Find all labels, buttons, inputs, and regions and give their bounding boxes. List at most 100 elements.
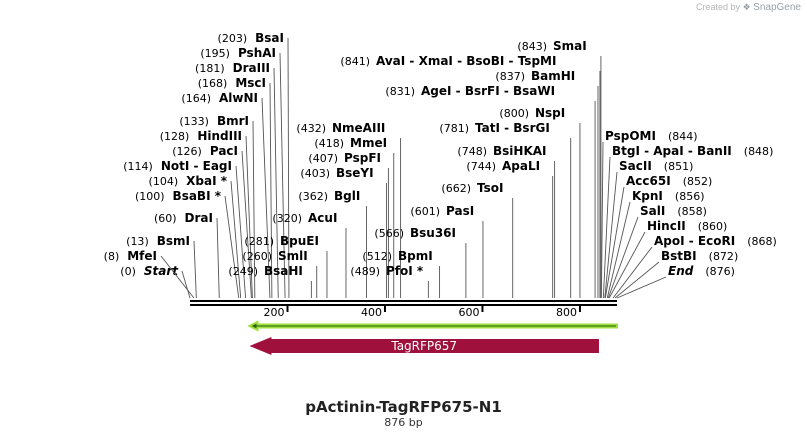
site-position-value: 128: [164, 130, 185, 143]
tick-label: 200: [263, 306, 284, 319]
site-name[interactable]: End: [668, 264, 694, 278]
site-position: (104): [149, 175, 179, 188]
site-position-value: 868: [751, 235, 772, 248]
site-leader-line: [606, 201, 631, 299]
site-name[interactable]: BsmI: [157, 234, 190, 248]
site-position-value: 203: [222, 32, 243, 45]
site-position-value: 848: [748, 145, 769, 158]
site-name[interactable]: Acc65I: [626, 174, 671, 188]
site-position-value: 837: [500, 70, 521, 83]
site-pshai: PshAI (195): [200, 46, 286, 299]
site-name[interactable]: SacII: [619, 159, 652, 173]
site-name[interactable]: XbaI *: [186, 174, 228, 188]
site-name[interactable]: BseYI: [336, 166, 374, 180]
site-name[interactable]: BglI: [334, 189, 360, 203]
site-position-value: 407: [313, 152, 334, 165]
site-position-value: 744: [471, 160, 492, 173]
site-name[interactable]: ApoI - EcoRI: [654, 234, 735, 248]
site-position-value: 489: [355, 265, 376, 278]
site-position: (100): [135, 190, 165, 203]
site-name[interactable]: TatI - BsrGI: [475, 121, 550, 135]
site-position: (781): [439, 122, 469, 135]
site-position-value: 843: [522, 40, 543, 53]
site-name[interactable]: BpuEI: [280, 234, 319, 248]
site-position-value: 860: [702, 220, 723, 233]
site-position: (195): [200, 47, 230, 60]
site-name[interactable]: MfeI: [127, 249, 157, 263]
site-name[interactable]: MmeI: [350, 136, 387, 150]
site-tsoi: TsoI(662): [441, 181, 514, 298]
site-bsabi: BsaBI * (100): [135, 189, 240, 299]
plasmid-length: 876 bp: [384, 416, 423, 429]
site-name[interactable]: Bsu36I: [410, 226, 456, 240]
site-name[interactable]: SalI: [640, 204, 665, 218]
site-name[interactable]: TsoI: [477, 181, 503, 195]
site-position-value: 851: [668, 160, 689, 173]
site-position: (841): [340, 55, 370, 68]
site-name[interactable]: SmaI: [553, 39, 587, 53]
site-position: (744): [466, 160, 496, 173]
site-hincii: HincII (860): [608, 219, 728, 299]
site-name[interactable]: BpmI: [398, 249, 433, 263]
site-name[interactable]: BstBI: [661, 249, 697, 263]
site-position: (320): [272, 212, 302, 225]
site-name[interactable]: BsaI: [255, 31, 284, 45]
site-name[interactable]: AlwNI: [219, 91, 258, 105]
site-name[interactable]: MscI: [235, 76, 266, 90]
site-name[interactable]: PshAI: [238, 46, 276, 60]
site-position: (844): [668, 130, 698, 143]
site-position-value: 852: [687, 175, 708, 188]
site-draiii: DraIII(181): [195, 61, 279, 299]
site-name[interactable]: NspI: [535, 106, 565, 120]
site-name[interactable]: AcuI: [308, 211, 337, 225]
site-name[interactable]: HindIII: [197, 129, 242, 143]
site-name[interactable]: AgeI - BsrFI - BsaWI: [421, 84, 555, 98]
site-name[interactable]: PspFI: [344, 151, 381, 165]
site-name[interactable]: PasI: [446, 204, 474, 218]
site-tati: TatI - BsrGI (781): [439, 121, 572, 298]
site-name[interactable]: BamHI: [531, 69, 575, 83]
site-name[interactable]: DraI: [185, 211, 213, 225]
site-name[interactable]: SmlI: [278, 249, 308, 263]
site-name[interactable]: NmeAIII: [332, 121, 385, 135]
site-position: (133): [179, 115, 209, 128]
site-name[interactable]: Start: [144, 264, 179, 278]
site-start: Start(0): [120, 264, 191, 299]
site-position: (860): [698, 220, 728, 233]
site-name[interactable]: BsaHI: [264, 264, 303, 278]
site-name[interactable]: BmrI: [217, 114, 249, 128]
site-position-value: 320: [277, 212, 298, 225]
site-name[interactable]: PspOMI: [605, 129, 656, 143]
site-apali: ApaLI (744): [466, 159, 554, 298]
site-position: (114): [123, 160, 153, 173]
site-leader-line: [160, 255, 195, 299]
site-position-value: 8: [108, 250, 115, 263]
site-position: (168): [198, 77, 228, 90]
site-position: (60): [154, 212, 177, 225]
site-leader-line: [607, 216, 639, 299]
site-name[interactable]: NotI - EagI: [161, 159, 232, 173]
site-leader-line: [616, 276, 667, 299]
site-name[interactable]: DraIII: [233, 61, 270, 75]
site-position-value: 858: [682, 205, 703, 218]
site-name[interactable]: PfoI *: [386, 264, 424, 278]
site-name[interactable]: BtgI - ApaI - BanII: [612, 144, 732, 158]
site-smli: SmlI(260): [242, 249, 318, 298]
site-name[interactable]: BsaBI *: [173, 189, 222, 203]
site-leader-line: [241, 150, 252, 299]
primer-arrow: [247, 320, 618, 332]
site-position: (601): [410, 205, 440, 218]
site-name[interactable]: AvaI - XmaI - BsoBI - TspMI: [376, 54, 556, 68]
site-position: (8): [104, 250, 120, 263]
site-pasi: PasI (601): [410, 204, 484, 298]
site-name[interactable]: BsiHKAI: [493, 144, 547, 158]
site-position-value: 60: [158, 212, 172, 225]
site-position: (848): [744, 145, 774, 158]
site-leader-line: [604, 186, 625, 299]
site-name[interactable]: HincII: [647, 219, 686, 233]
site-name[interactable]: KpnI: [632, 189, 663, 203]
site-bsai: BsaI(203): [218, 31, 290, 299]
site-name[interactable]: PacI: [210, 144, 238, 158]
site-name[interactable]: ApaLI: [502, 159, 540, 173]
